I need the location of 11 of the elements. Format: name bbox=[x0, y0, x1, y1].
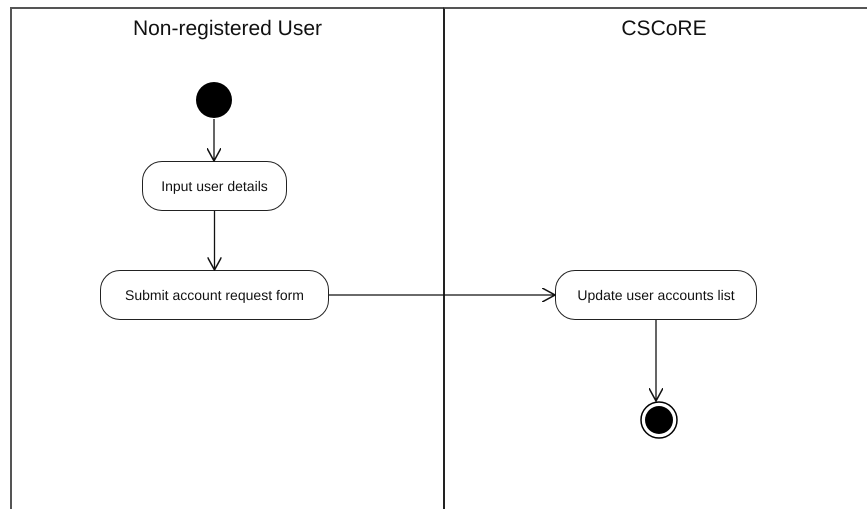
activity-node: Submit account request form bbox=[100, 270, 329, 320]
arrow bbox=[206, 119, 222, 162]
activity-node: Update user accounts list bbox=[555, 270, 757, 320]
activity-node: Input user details bbox=[142, 161, 287, 211]
arrow bbox=[329, 287, 556, 303]
lane-title: Non-registered User bbox=[132, 17, 324, 41]
arrow bbox=[648, 320, 664, 402]
arrow bbox=[206, 211, 222, 271]
swimlane bbox=[10, 7, 443, 509]
swimlane bbox=[443, 7, 867, 509]
lane-title: CSCoRE bbox=[620, 17, 708, 41]
